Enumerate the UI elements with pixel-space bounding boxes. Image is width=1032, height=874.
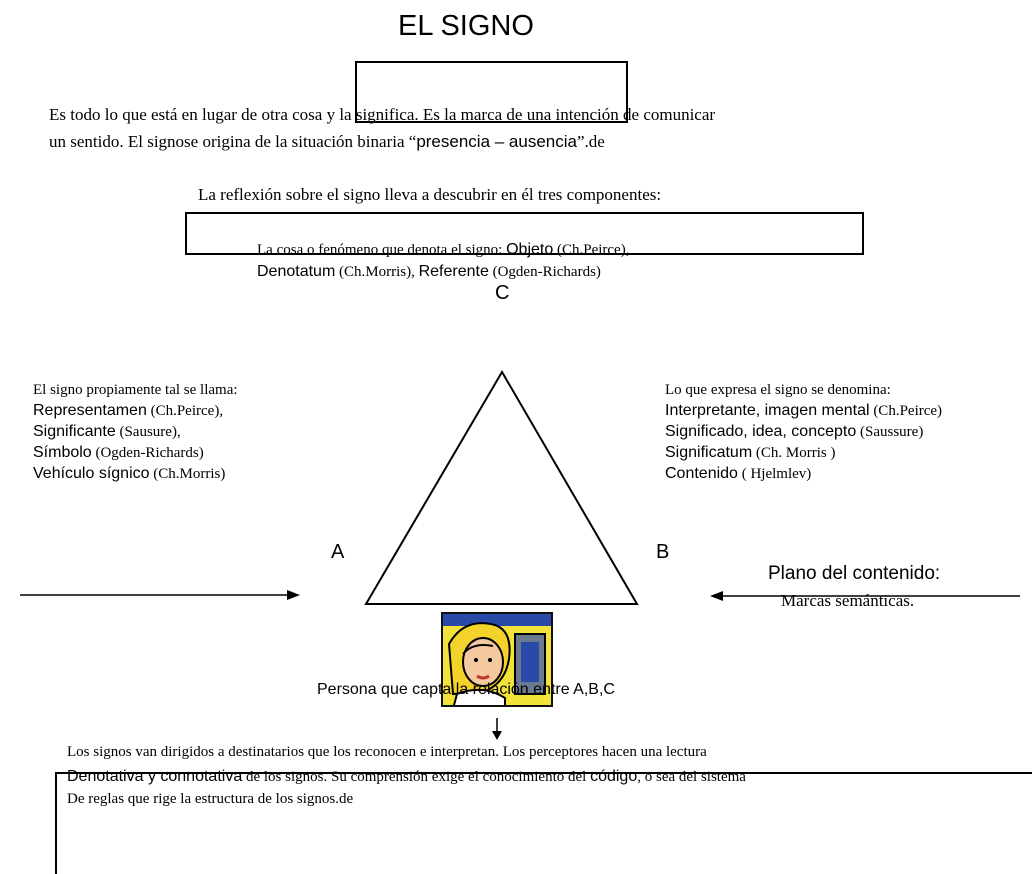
signified-term: Significado, idea, concepto [665, 423, 857, 440]
signified-item: Contenido ( Hjelmlev) [665, 463, 942, 484]
denotatum-source: (Ch.Morris), [335, 264, 419, 280]
signified-item: Interpretante, imagen mental (Ch.Peirce) [665, 400, 942, 421]
intro-line-1: Es todo lo que está en lugar de otra cos… [49, 105, 716, 124]
vertex-b-label: B [656, 541, 670, 563]
presence-absence-term: presencia – ausencia [416, 132, 577, 151]
signifier-term: Significante [33, 423, 116, 440]
signifier-item: Representamen (Ch.Peirce), [33, 400, 238, 421]
signified-block: Lo que expresa el signo se denomina: Int… [665, 381, 942, 484]
signified-item: Significado, idea, concepto (Saussure) [665, 421, 942, 442]
signifier-item: Símbolo (Ogden-Richards) [33, 442, 238, 463]
referente-term: Referente [418, 263, 489, 280]
signified-term: Significatum [665, 444, 753, 461]
bottom-line-3: De reglas que rige la estructura de los … [67, 791, 354, 807]
bottom-tail: , o sea del sistema [637, 769, 746, 785]
bottom-line-1: Los signos van dirigidos a destinatarios… [67, 744, 707, 760]
vertex-c-label: C [495, 282, 510, 304]
vertex-a-label: A [331, 541, 345, 563]
signifier-source: (Sausure), [115, 424, 181, 440]
left-arrow-head [287, 590, 300, 600]
signifier-source: (Ch.Morris) [149, 466, 226, 482]
codigo-term: código [590, 768, 638, 785]
signifier-source: (Ogden-Richards) [91, 445, 204, 461]
person-caption: Persona que capta la relación entre A,B,… [317, 681, 615, 698]
signifier-item: Significante (Sausure), [33, 421, 238, 442]
down-arrow-head [492, 731, 502, 740]
object-text: La cosa o fenómeno que denota el signo: [257, 242, 507, 258]
signified-source: (Ch. Morris ) [752, 445, 836, 461]
object-line-1: La cosa o fenómeno que denota el signo: … [257, 239, 629, 260]
content-plane-sub: Marcas semánticas. [781, 591, 915, 610]
bottom-frame-box [55, 772, 1032, 874]
objeto-term: Objeto [506, 241, 554, 258]
signifier-term: Símbolo [33, 444, 92, 461]
referente-source: (Ogden-Richards) [488, 264, 601, 280]
intro-line-2: un sentido. El signose origina de la sit… [49, 129, 605, 154]
object-box [185, 212, 864, 255]
content-plane-heading: Plano del contenido: [768, 563, 941, 584]
intro-text: un sentido. El signose origina de la sit… [49, 132, 417, 151]
denotative-connotative-term: Denotativa y connotativa [67, 768, 243, 785]
denotatum-term: Denotatum [257, 263, 336, 280]
signified-source: ( Hjelmlev) [737, 466, 812, 482]
title-frame-box [355, 61, 628, 123]
person-at-computer-icon [443, 614, 551, 705]
intro-tail: ”.de [576, 132, 605, 151]
signified-item: Significatum (Ch. Morris ) [665, 442, 942, 463]
signifier-source: (Ch.Peirce), [146, 403, 224, 419]
signified-term: Contenido [665, 465, 738, 482]
signified-source: (Ch.Peirce) [869, 403, 943, 419]
signifier-heading: El signo propiamente tal se llama: [33, 382, 238, 398]
signifier-term: Vehículo sígnico [33, 465, 150, 482]
reflection-line: La reflexión sobre el signo lleva a desc… [198, 185, 662, 204]
person-icon [441, 612, 553, 707]
signifier-term: Representamen [33, 402, 147, 419]
object-line-2: Denotatum (Ch.Morris), Referente (Ogden-… [257, 261, 601, 282]
signifier-block: El signo propiamente tal se llama: Repre… [33, 381, 238, 484]
signified-term: Interpretante, imagen mental [665, 402, 870, 419]
right-arrow-head [710, 591, 723, 601]
semiotic-triangle [364, 370, 639, 605]
signifier-item: Vehículo sígnico (Ch.Morris) [33, 463, 238, 484]
bottom-line-2: Denotativa y connotativa de los signos. … [67, 766, 746, 787]
page-title: EL SIGNO [398, 10, 534, 42]
signified-heading: Lo que expresa el signo se denomina: [665, 382, 891, 398]
objeto-source: (Ch.Peirce), [553, 242, 630, 258]
signified-source: (Saussure) [856, 424, 924, 440]
bottom-text: de los signos. Su comprensión exige el c… [242, 769, 591, 785]
